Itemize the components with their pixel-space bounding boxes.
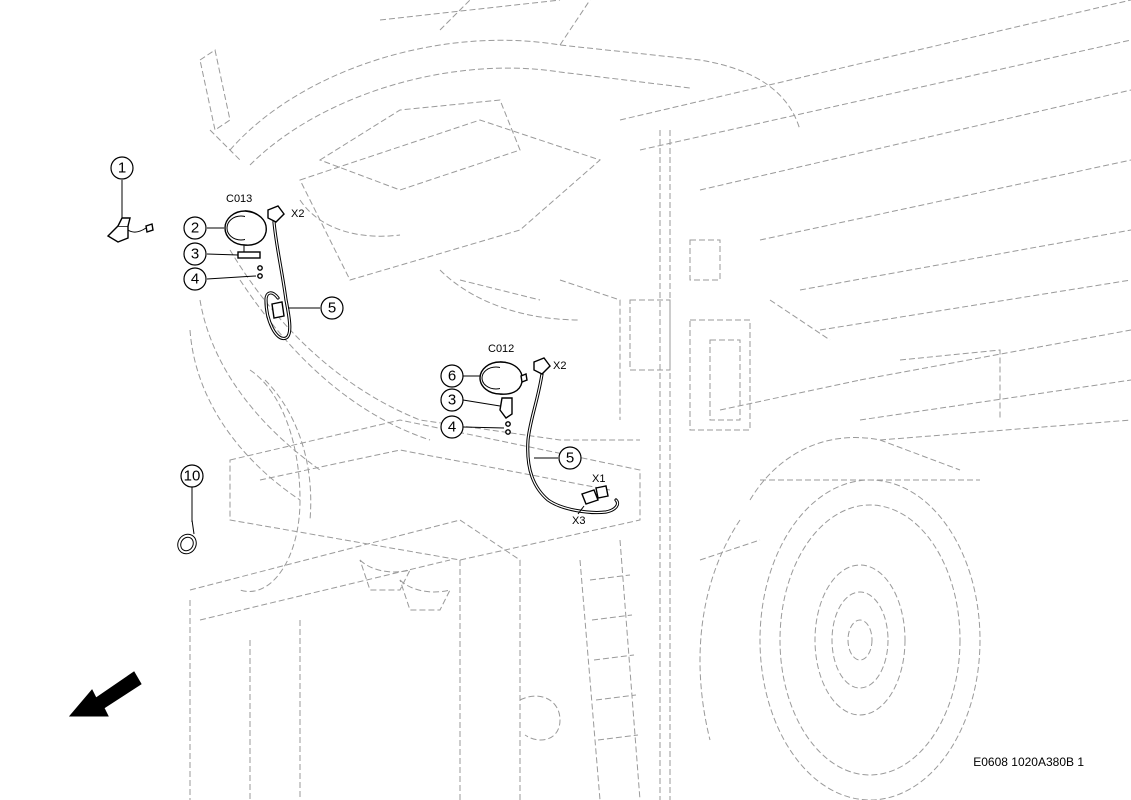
callout-4-right-label: 4 [448,419,456,436]
callout-4-right: 4 [440,415,464,439]
connector-label-x3: X3 [572,515,585,527]
callout-2: 2 [183,216,207,240]
callout-3-right-label: 3 [448,392,456,409]
part-5-harness-right [526,357,620,515]
callout-4-left: 4 [183,267,207,291]
callout-3-right: 3 [440,388,464,412]
callout-3-left: 3 [183,242,207,266]
callout-10-label: 10 [184,468,201,485]
callout-6: 6 [440,364,464,388]
connector-label-x2-left: X2 [291,208,304,220]
callout-5-right: 5 [558,446,582,470]
callout-3-left-label: 3 [191,246,199,263]
callout-6-label: 6 [448,368,456,385]
callout-1: 1 [110,156,134,180]
arrow-down-left-icon [68,671,142,717]
part-4-nuts-left [206,265,263,280]
machine-background-outline [189,0,1131,800]
part-3-bracket-left [206,251,261,259]
connector-label-x1: X1 [592,473,605,485]
callout-2-label: 2 [191,220,199,237]
part-1-switch [106,180,154,243]
part-5-harness-left [264,205,320,340]
connector-label-c013: C013 [226,193,252,205]
connector-label-x2-right: X2 [553,360,566,372]
callout-10: 10 [180,464,204,488]
callout-5-left-label: 5 [328,300,336,317]
callout-5-left: 5 [320,296,344,320]
part-4-nuts-right [462,421,511,435]
part-3-bracket-right [462,397,513,419]
connector-label-c012: C012 [488,343,514,355]
callout-5-right-label: 5 [566,450,574,467]
part-10-cable-tie [177,487,197,555]
drawing-reference-code: E0608 1020A380B 1 [973,755,1084,769]
callout-1-label: 1 [118,160,126,177]
callout-4-left-label: 4 [191,271,199,288]
part-6-work-lamp-right [463,361,528,395]
part-2-work-lamp-left [207,210,267,252]
